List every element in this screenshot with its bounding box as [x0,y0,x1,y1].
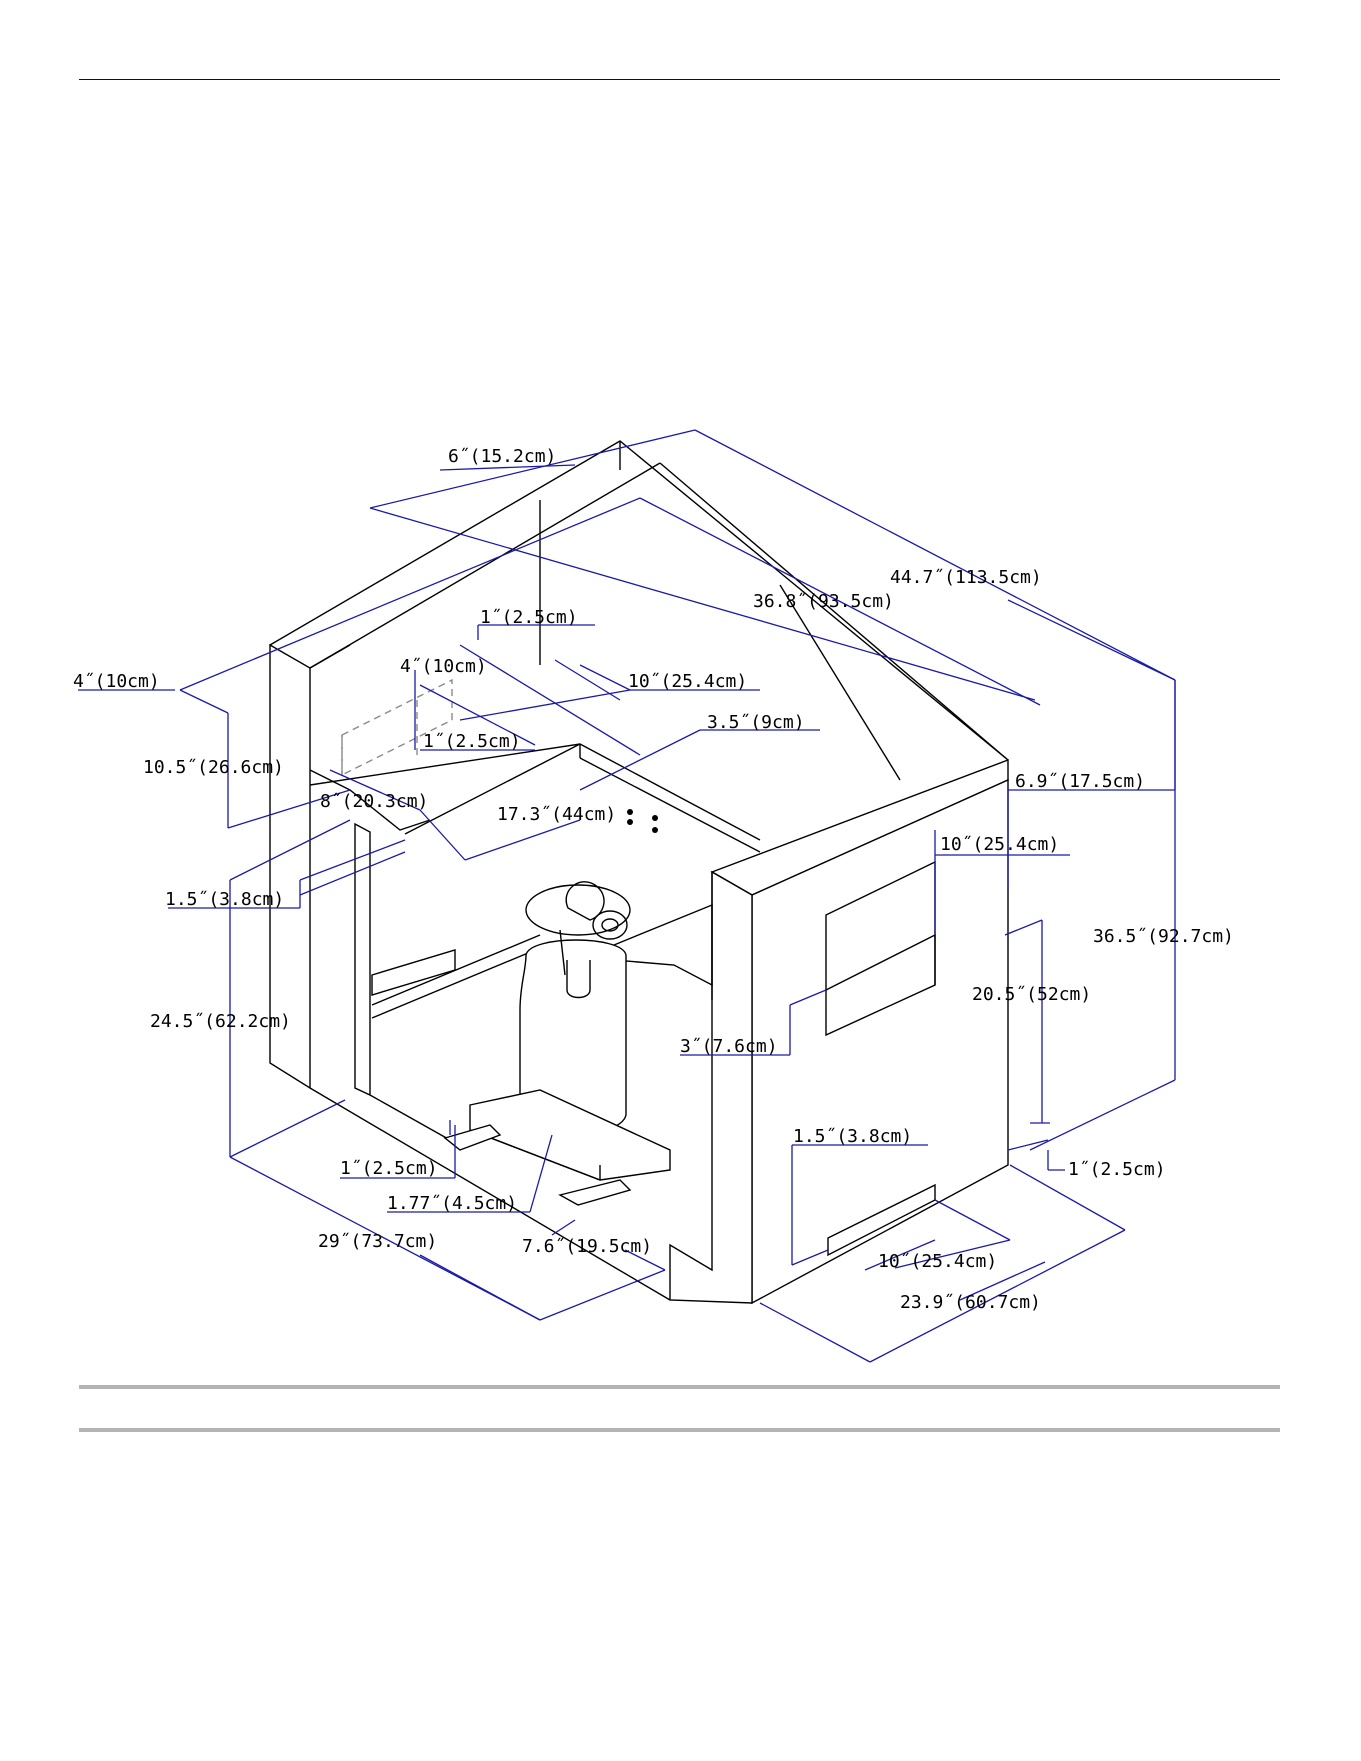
dim-vent-10-bottom: 10˝(25.4cm) [878,1251,997,1272]
dim-shelf-1-5: 1.5˝(3.8cm) [165,889,284,910]
section-rule-upper [79,1385,1280,1389]
cabinet-side [669,870,753,1304]
dim-top-6: 6˝(15.2cm) [448,446,556,467]
dim-counter-17-3: 17.3˝(44cm) [497,804,616,825]
dim-vent-10-top: 10˝(25.4cm) [940,834,1059,855]
dimension-labels: 6˝(15.2cm) 44.7˝(113.5cm) 36.8˝(93.5cm) … [73,446,1234,1313]
dim-lip-1a: 1˝(2.5cm) [480,607,578,628]
top-back-rim [269,440,1009,761]
dim-inner-width: 36.8˝(93.5cm) [753,591,894,612]
dim-overall-width: 44.7˝(113.5cm) [890,567,1042,588]
dim-opening-height: 20.5˝(52cm) [972,984,1091,1005]
inner-post [354,822,371,1097]
dim-wall-4-outer: 4˝(10cm) [73,671,160,692]
dim-inner-height: 24.5˝(62.2cm) [150,1011,291,1032]
dim-cutout-10a: 10˝(25.4cm) [628,671,747,692]
dim-side-6-9: 6.9˝(17.5cm) [1015,771,1145,792]
dim-side-depth: 23.9˝(60.7cm) [900,1292,1041,1313]
dim-base-1: 1˝(2.5cm) [340,1158,438,1179]
dim-side-lip-1: 1˝(2.5cm) [1068,1159,1166,1180]
dimension-lines [78,429,1176,1363]
dim-vent-1-5: 1.5˝(3.8cm) [793,1126,912,1147]
dim-back-height: 10.5˝(26.6cm) [143,757,284,778]
section-rule-lower [79,1428,1280,1432]
header-rule [79,79,1280,80]
dim-lip-1b: 1˝(2.5cm) [423,731,521,752]
dim-rail-7-6: 7.6˝(19.5cm) [522,1236,652,1257]
dim-ledge-3-5: 3.5˝(9cm) [707,712,805,733]
dim-ledge-8: 8˝(20.3cm) [320,791,428,812]
dim-vent-3: 3˝(7.6cm) [680,1036,778,1057]
dim-depth-29: 29˝(73.7cm) [318,1231,437,1252]
propane-tank [519,881,631,1135]
rail-right [558,1179,632,1206]
island-structure [269,440,1009,1305]
hidden-burner-outline [341,678,453,777]
dim-overall-height: 36.5˝(92.7cm) [1093,926,1234,947]
dim-wall-4-inner: 4˝(10cm) [400,656,487,677]
dim-rail-1-77: 1.77˝(4.5cm) [387,1193,517,1214]
